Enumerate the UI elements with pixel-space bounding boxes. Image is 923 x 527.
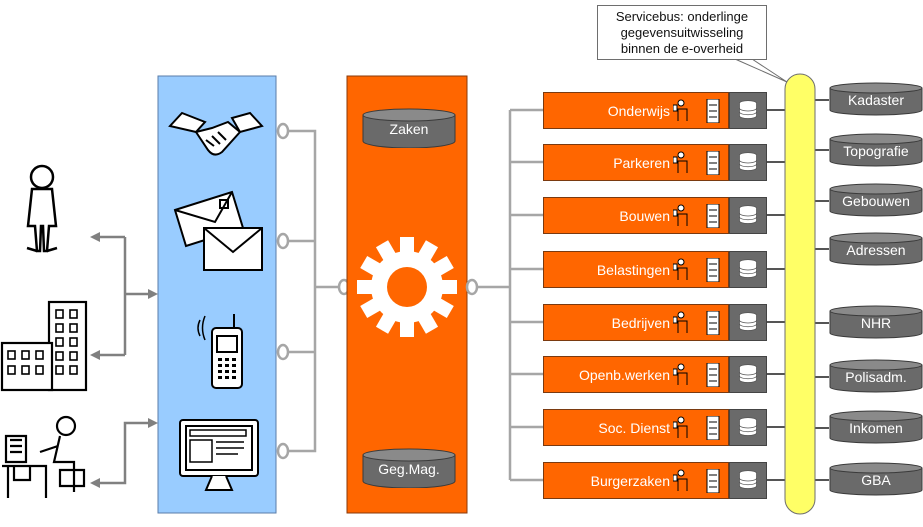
buildings-icon	[0, 300, 88, 392]
gear-icon	[357, 237, 457, 337]
registry-label: Gebouwen	[842, 193, 910, 209]
service-connectors	[465, 108, 543, 482]
bus-connectors	[767, 99, 829, 481]
worker-rack-icon	[673, 204, 720, 228]
service-label: Onderwijs	[607, 103, 670, 119]
mobile-phone-icon	[197, 314, 243, 389]
worker-rack-icon	[673, 258, 720, 282]
monitor-icon	[179, 419, 259, 491]
worker-rack-icon	[673, 363, 720, 387]
registry-kadaster[interactable]: Kadaster	[829, 82, 923, 116]
servicebus-callout: Servicebus: onderlinge gegevensuitwissel…	[597, 5, 767, 60]
service-label: Openb.werken	[578, 367, 670, 383]
service-bouwen[interactable]: Bouwen	[543, 197, 767, 234]
worker-rack-icon	[673, 99, 720, 123]
core-database-label: Zaken	[389, 121, 429, 137]
registry-gebouwen[interactable]: Gebouwen	[829, 183, 923, 217]
handshake-icon	[168, 111, 264, 156]
callout-pointer	[734, 58, 788, 83]
service-belastingen[interactable]: Belastingen	[543, 251, 767, 288]
envelope-icon	[173, 190, 263, 271]
servicebus	[784, 73, 816, 515]
service-label: Bedrijven	[611, 315, 670, 331]
person-icon	[26, 164, 58, 253]
callout-line-3: binnen de e-overheid	[620, 41, 744, 56]
registry-topografie[interactable]: Topografie	[829, 133, 923, 167]
service-onderwijs[interactable]: Onderwijs	[543, 92, 767, 129]
registry-label: Inkomen	[849, 420, 903, 436]
service-label: Bouwen	[619, 208, 670, 224]
registry-polisadm[interactable]: Polisadm.	[829, 359, 923, 393]
core-database-label: Geg.Mag.	[378, 461, 440, 477]
service-database	[729, 462, 767, 499]
service-label: Soc. Dienst	[598, 420, 670, 436]
service-database	[729, 144, 767, 181]
service-label: Parkeren	[613, 155, 670, 171]
registry-adressen[interactable]: Adressen	[829, 232, 923, 266]
worker-rack-icon	[673, 151, 720, 175]
service-database	[729, 251, 767, 288]
service-openb-werken[interactable]: Openb.werken	[543, 356, 767, 393]
core-database-zaken: Zaken	[362, 108, 456, 148]
worker-rack-icon	[673, 469, 720, 493]
worker-rack-icon	[673, 311, 720, 335]
registry-inkomen[interactable]: Inkomen	[829, 410, 923, 444]
callout-line-1: Servicebus: onderlinge	[615, 9, 749, 24]
office-worker-icon	[2, 415, 86, 498]
registry-label: NHR	[860, 315, 892, 331]
registry-gba[interactable]: GBA	[829, 462, 923, 496]
core-database-geg-mag: Geg.Mag.	[362, 448, 456, 488]
service-bedrijven[interactable]: Bedrijven	[543, 304, 767, 341]
registry-label: Kadaster	[847, 92, 905, 108]
service-database	[729, 197, 767, 234]
registry-nhr[interactable]: NHR	[829, 305, 923, 339]
service-database	[729, 356, 767, 393]
callout-line-2: gegevensuitwisseling	[620, 25, 744, 40]
registry-label: Topografie	[843, 143, 909, 159]
service-label: Burgerzaken	[590, 473, 670, 489]
service-database	[729, 92, 767, 129]
service-burgerzaken[interactable]: Burgerzaken	[543, 462, 767, 499]
registry-label: GBA	[861, 472, 891, 488]
registry-label: Polisadm.	[845, 369, 907, 385]
service-database	[729, 304, 767, 341]
actor-connectors	[90, 232, 158, 488]
service-parkeren[interactable]: Parkeren	[543, 144, 767, 181]
service-database	[729, 409, 767, 446]
worker-rack-icon	[673, 416, 720, 440]
channel-connectors	[276, 122, 351, 460]
service-soc-dienst[interactable]: Soc. Dienst	[543, 409, 767, 446]
registry-label: Adressen	[846, 242, 906, 258]
service-label: Belastingen	[596, 262, 670, 278]
